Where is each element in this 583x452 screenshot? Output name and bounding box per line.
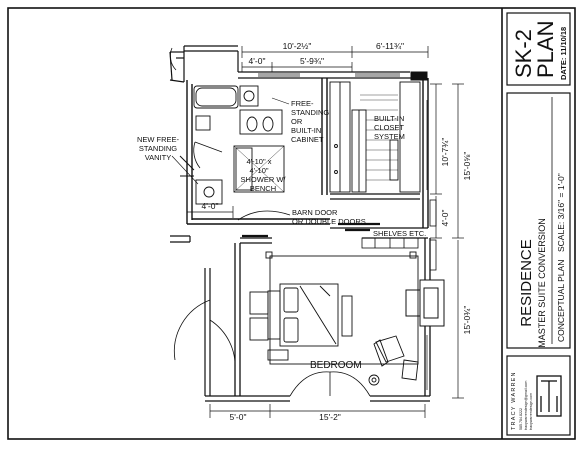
fireplace xyxy=(405,279,445,327)
designer-info-3: tracywarrendesign.com xyxy=(529,393,533,430)
dim-top-right: 6'-11¾" xyxy=(376,41,404,51)
plan-scale: SCALE: 3/16" = 1'-0" xyxy=(556,173,566,252)
closet-right-system xyxy=(399,81,421,193)
svg-text:OR: OR xyxy=(291,117,303,126)
dim-right-bedroom: 15'-0¾" xyxy=(462,306,472,335)
nightstand-bottom xyxy=(249,317,269,341)
side-table xyxy=(368,374,380,386)
toilet-tank xyxy=(195,115,211,131)
label-shelves: SHELVES ETC. xyxy=(373,229,426,238)
label-bedroom: BEDROOM xyxy=(310,360,362,371)
dim-top-left: 4'-0" xyxy=(249,56,266,66)
label-shower: 4'-10" x 4'-10" SHOWER W/ BENCH xyxy=(241,157,287,193)
label-closet: BUILT-IN CLOSET SYSTEM xyxy=(374,114,405,141)
project-title: RESIDENCE xyxy=(518,239,535,327)
vanity-sink xyxy=(203,186,215,198)
bench xyxy=(341,295,353,337)
svg-text:4'-10": 4'-10" xyxy=(249,166,268,175)
dim-top-overall: 10'-2½" xyxy=(283,41,312,51)
vanity xyxy=(195,179,223,205)
svg-text:CLOSET: CLOSET xyxy=(374,123,404,132)
svg-text:STANDING: STANDING xyxy=(139,144,177,153)
designer-logo xyxy=(536,375,562,417)
sheet-type: PLAN xyxy=(533,21,558,78)
barn-door-rails xyxy=(242,222,380,238)
title-block: SK-2 PLAN DATE: 11/10/18 RESIDENCE MASTE… xyxy=(506,12,571,436)
door-swings xyxy=(169,47,371,397)
dimension-lines xyxy=(186,46,464,418)
dim-right-closet: 10'-7¾" xyxy=(440,138,450,167)
svg-text:NEW FREE-: NEW FREE- xyxy=(137,135,180,144)
label-barn-door: BARN DOOR OR DOUBLE DOORS xyxy=(292,208,366,226)
dim-bottom-right: 15'-2" xyxy=(319,412,341,422)
toilet-right xyxy=(262,116,274,132)
freestanding-cabinet xyxy=(239,109,283,135)
dim-right-small: 4'-0" xyxy=(440,210,450,227)
svg-text:BUILT-IN: BUILT-IN xyxy=(374,114,404,123)
svg-text:BENCH: BENCH xyxy=(250,184,276,193)
sheet-number: SK-2 xyxy=(511,29,536,78)
bedroom-furniture xyxy=(249,251,419,386)
bathtub xyxy=(193,85,239,109)
svg-text:BUILT-IN: BUILT-IN xyxy=(291,126,321,135)
nightstand-top xyxy=(249,291,269,315)
dim-top-mid: 5'-9¾" xyxy=(300,56,324,66)
svg-text:SYSTEM: SYSTEM xyxy=(374,132,405,141)
plan-label: CONCEPTUAL PLAN xyxy=(556,260,566,342)
svg-text:BARN DOOR: BARN DOOR xyxy=(292,208,338,217)
bath-fixtures xyxy=(193,85,285,205)
dim-bottom-left: 5'-0" xyxy=(230,412,247,422)
toilet-left xyxy=(246,116,258,132)
dim-left-vanity: 4'-0" xyxy=(202,201,219,211)
shelves xyxy=(361,199,437,271)
svg-text:FREE-: FREE- xyxy=(291,99,314,108)
shower xyxy=(233,145,285,193)
armchair-2 xyxy=(401,359,419,381)
dresser xyxy=(267,349,289,361)
svg-text:VANITY: VANITY xyxy=(145,153,172,162)
area-rug xyxy=(269,255,419,365)
svg-text:CABINET: CABINET xyxy=(291,135,324,144)
label-vanity: NEW FREE- STANDING VANITY xyxy=(137,135,199,185)
label-freestanding-cabinet: FREE- STANDING OR BUILT-IN CABINET xyxy=(271,97,329,144)
tub-filler xyxy=(239,85,259,107)
sheet-date: DATE: 11/10/18 xyxy=(559,27,568,80)
designer-info-1: 585.784.8222 xyxy=(519,408,523,430)
svg-text:OR DOUBLE DOORS: OR DOUBLE DOORS xyxy=(292,217,366,226)
svg-text:SHOWER W/: SHOWER W/ xyxy=(241,175,287,184)
armchair-1 xyxy=(375,335,405,363)
bed xyxy=(279,283,339,347)
dim-right-overall: 15'-0⅝" xyxy=(462,152,472,181)
designer-name: TRACY WARREN xyxy=(511,371,517,430)
project-subtitle: MASTER SUITE CONVERSION xyxy=(537,218,547,348)
svg-text:STANDING: STANDING xyxy=(291,108,329,117)
sheet-border xyxy=(7,7,576,440)
closet xyxy=(329,81,421,193)
svg-text:4'-10" x: 4'-10" x xyxy=(247,157,272,166)
windows xyxy=(258,73,428,390)
designer-info-2: tracywarrendesign@gmail.com xyxy=(524,381,528,430)
